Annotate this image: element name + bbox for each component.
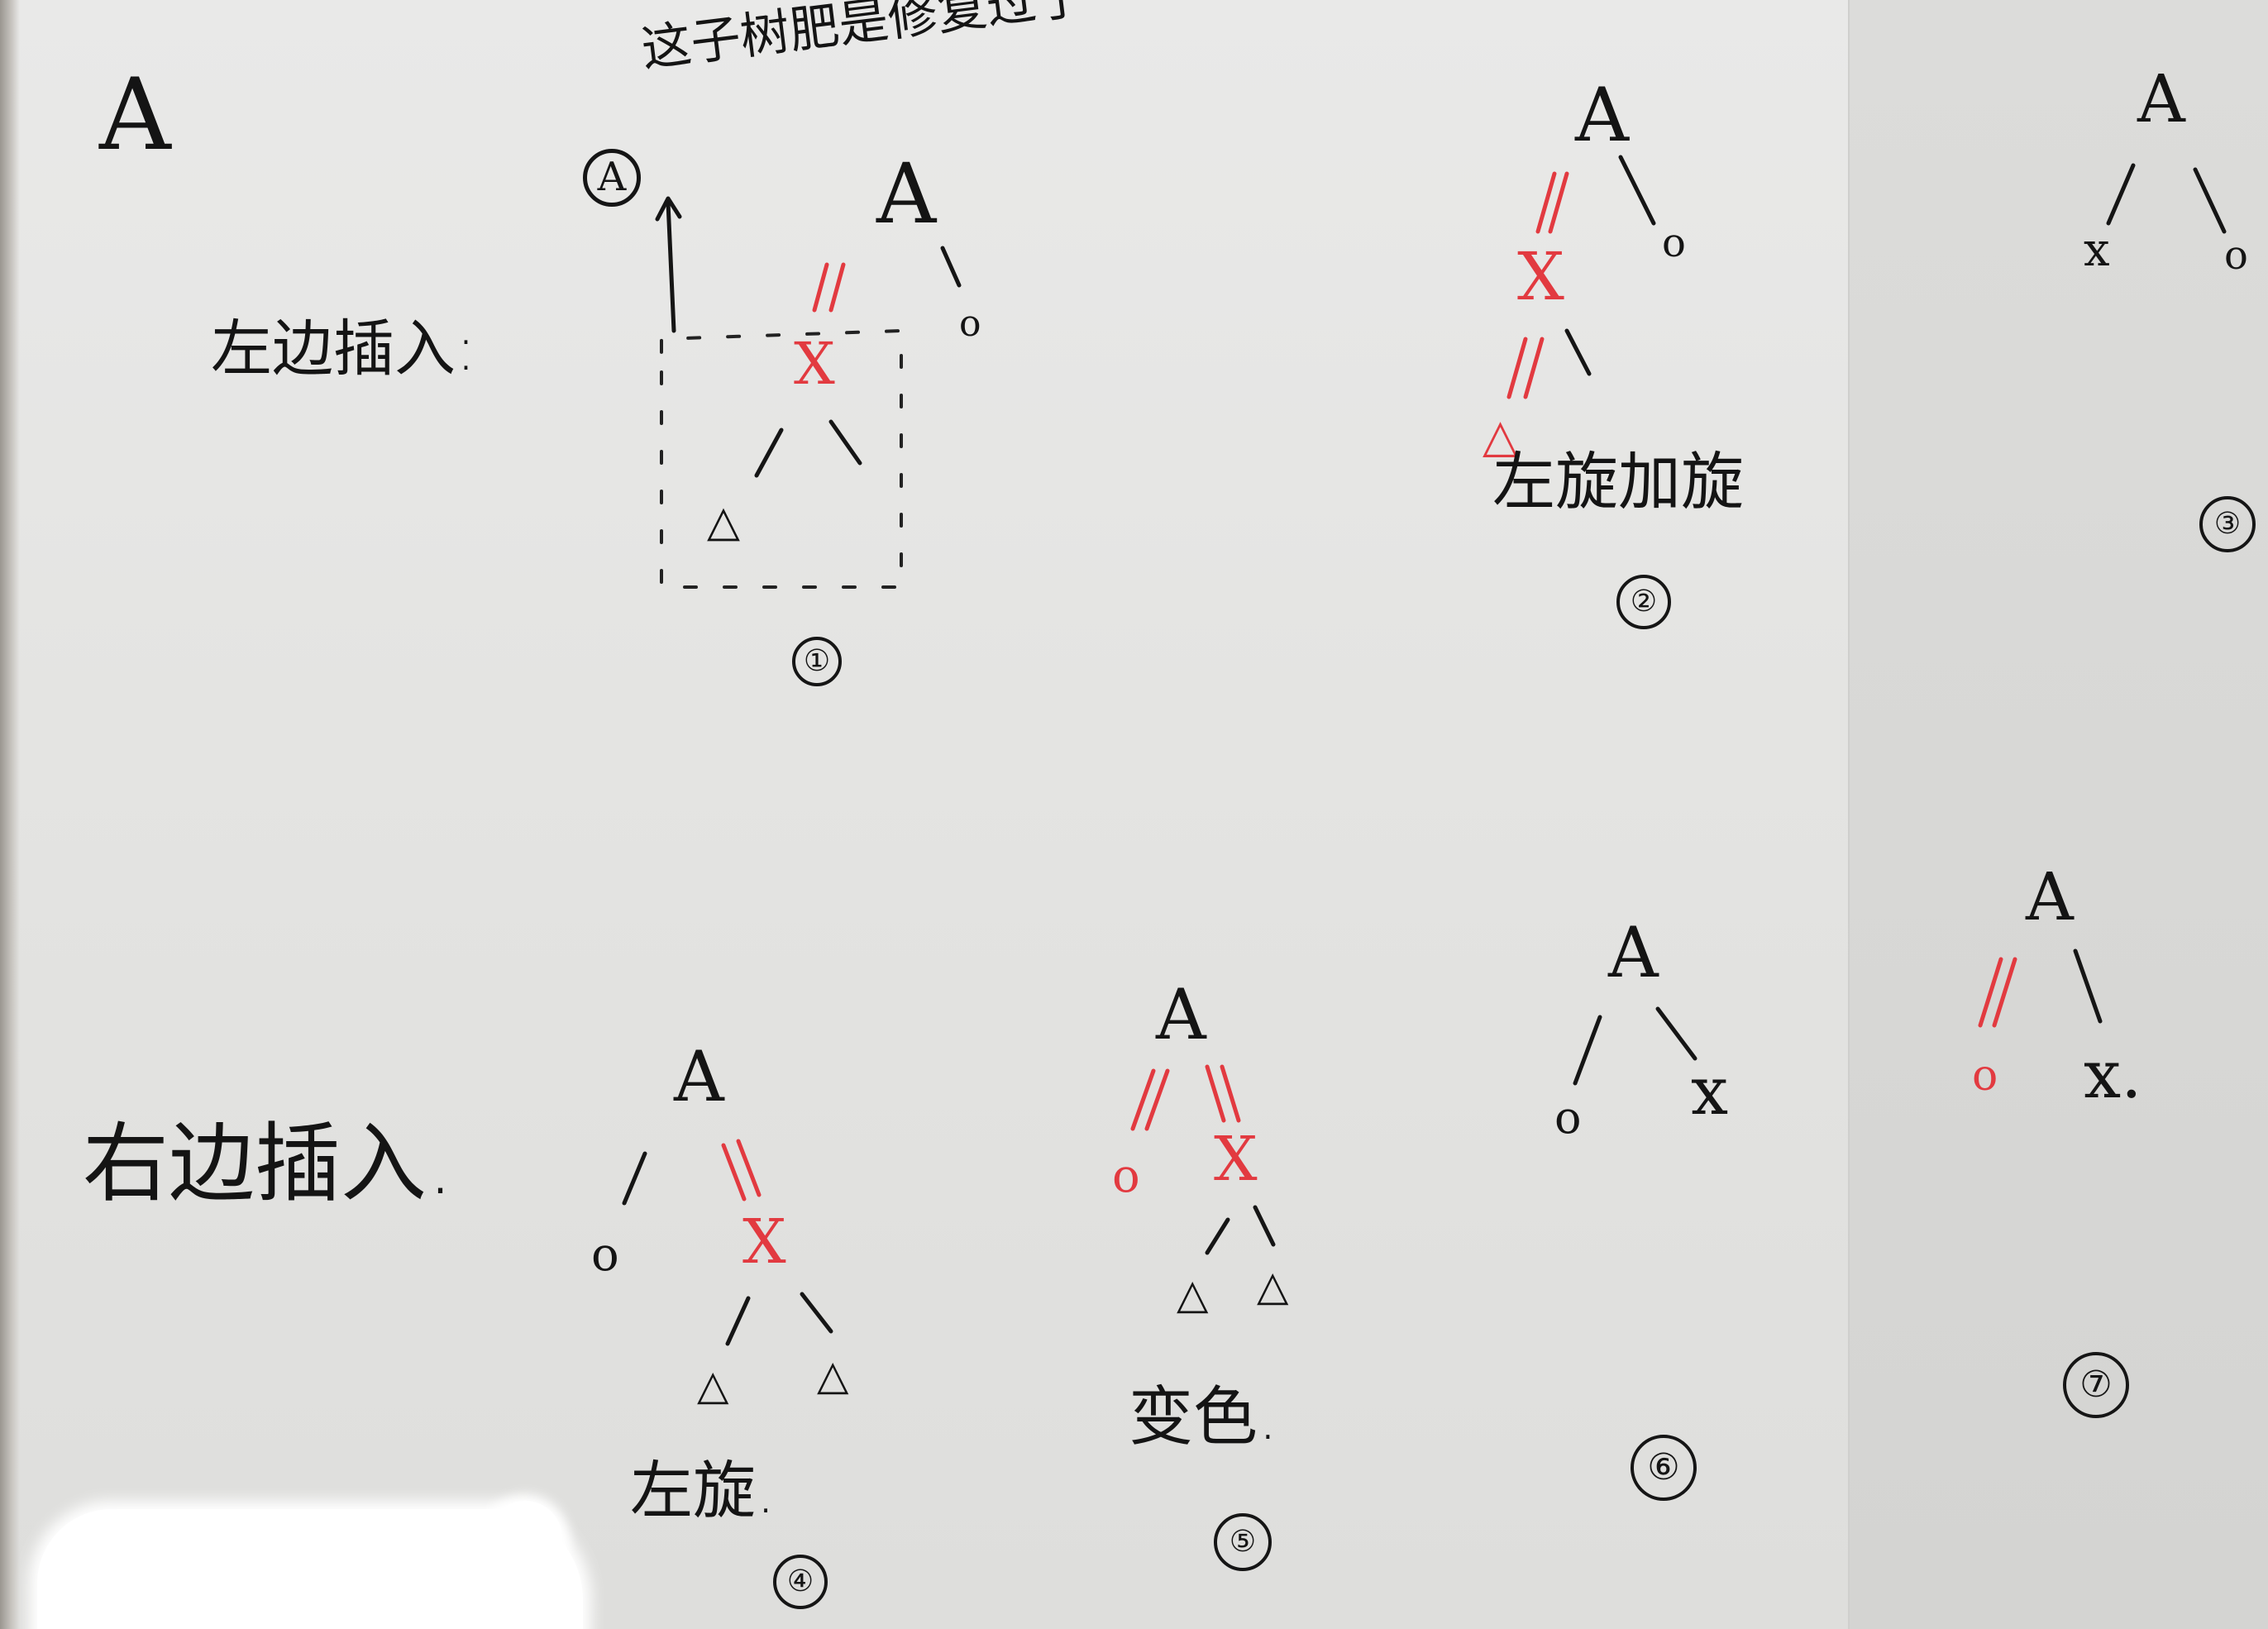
d4-red-edge-b [736, 1139, 762, 1197]
d1-bottom-leaf: △ [707, 497, 740, 547]
d1-red-edge-b [828, 262, 846, 313]
d1-right-edge [940, 246, 962, 288]
d2-caption: 左旋加旋 [1492, 445, 1744, 518]
d2-red-edge-low-b [1523, 337, 1545, 399]
d7-red-edge-b [1992, 957, 2017, 1028]
d1-left-branch [754, 428, 784, 478]
d4-root: A [674, 1036, 724, 1117]
d4-caption: 左旋. [630, 1454, 776, 1527]
d2-middle-node: X [1517, 238, 1564, 315]
d2-red-edge-top-b [1548, 171, 1569, 234]
d2-right-edge [1618, 155, 1656, 226]
d6-right-edge [1655, 1006, 1697, 1061]
d5-number: ⑤ [1214, 1513, 1272, 1571]
d4-left-branch [725, 1296, 751, 1346]
d6-root: A [1608, 912, 1659, 993]
d4-right-branch [800, 1292, 833, 1334]
d1-middle-node: X [794, 330, 835, 398]
d4-red-edge-a [721, 1143, 747, 1201]
d4-bottom-right: △ [817, 1351, 849, 1399]
d4-left-leaf: o [591, 1228, 619, 1282]
d3-number: ③ [2199, 496, 2256, 552]
d6-number: ⑥ [1631, 1435, 1697, 1501]
d7-red-edge-a [1978, 957, 2003, 1028]
d5-bottom-left: △ [1177, 1270, 1209, 1318]
circled-a-mark: A [583, 149, 641, 207]
right-paper-sheet [1848, 0, 2268, 1629]
d1-arrow-shaft [666, 200, 676, 333]
d1-right-leaf: o [959, 303, 981, 345]
d3-left-leaf: x [2084, 223, 2110, 277]
d3-right-edge [2193, 167, 2227, 234]
d1-root: A [876, 146, 937, 242]
d4-middle-node: X [742, 1206, 786, 1278]
d5-left-leaf: o [1112, 1149, 1140, 1203]
d2-root: A [1575, 72, 1629, 159]
d6-left-leaf: o [1554, 1092, 1582, 1144]
d3-root: A [2137, 60, 2185, 137]
d7-right-leaf: x. [2084, 1036, 2142, 1113]
d7-root: A [2026, 858, 2074, 935]
d2-right-leaf: o [1662, 220, 1686, 266]
d5-middle-node: X [1214, 1124, 1258, 1195]
d5-bottom-right: △ [1257, 1262, 1289, 1310]
d1-dashed-box [660, 329, 903, 589]
redaction-blob-bump [488, 1501, 562, 1575]
d1-number: ① [792, 637, 842, 686]
d5-red-left-a [1130, 1068, 1156, 1131]
left-insert-label: 左边插入: [211, 313, 476, 385]
d4-number: ④ [773, 1555, 828, 1609]
d2-number: ② [1616, 575, 1671, 629]
paper-edge [0, 0, 20, 1629]
d5-right-branch [1253, 1205, 1276, 1247]
d7-number: ⑦ [2063, 1352, 2129, 1418]
d5-red-left-b [1144, 1068, 1170, 1131]
d5-red-right-b [1220, 1064, 1241, 1123]
d7-left-leaf: o [1972, 1051, 1998, 1101]
d6-right-leaf: x [1691, 1053, 1729, 1130]
d3-left-edge [2106, 163, 2136, 226]
right-insert-label: 右边插入. [83, 1113, 455, 1214]
d1-arrow-head [655, 196, 682, 222]
d5-caption: 变色. [1129, 1380, 1278, 1455]
d1-right-branch [828, 419, 862, 466]
d1-red-edge-a [812, 262, 829, 313]
d2-red-edge-top-a [1535, 171, 1557, 234]
d7-right-edge [2073, 948, 2103, 1024]
d6-left-edge [1573, 1015, 1602, 1086]
d2-bottom-leaf: △ [1483, 409, 1519, 463]
d5-root: A [1156, 974, 1206, 1055]
d4-bottom-left: △ [697, 1361, 729, 1409]
d3-right-leaf: o [2224, 232, 2248, 279]
d5-left-branch [1205, 1217, 1230, 1255]
d2-red-edge-low-a [1506, 337, 1528, 399]
d4-left-edge [622, 1151, 647, 1206]
d5-red-right-a [1205, 1064, 1226, 1123]
corner-letter: A [99, 58, 171, 173]
d2-lower-right-edge [1564, 328, 1592, 376]
